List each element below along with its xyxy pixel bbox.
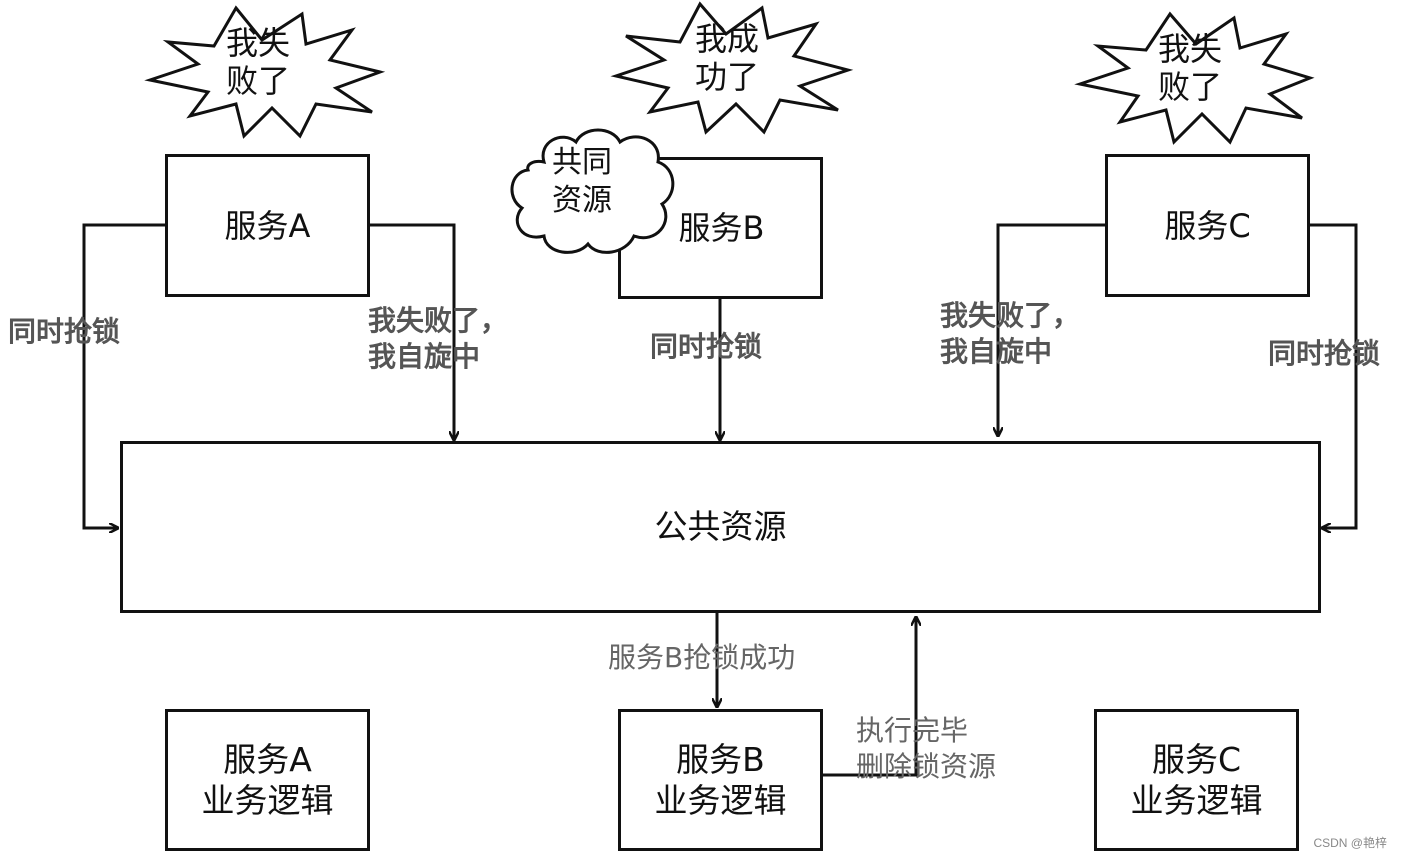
service-c-logic-line1: 服务C [1151, 739, 1242, 779]
service-b-logic-box: 服务B 业务逻辑 [618, 709, 823, 851]
edge-label-release-line1: 执行完毕 [856, 714, 969, 747]
burst-c-line1: 我失 [1158, 30, 1223, 68]
service-c-label: 服务C [1164, 206, 1251, 245]
burst-b: 我成 功了 [695, 20, 759, 97]
edge-label-c-left-line2: 我自旋中 [940, 335, 1053, 369]
edge-label-release: 执行完毕 删除锁资源 [856, 713, 996, 786]
service-a-label: 服务A [224, 206, 311, 245]
service-b-label: 服务B [678, 209, 765, 247]
service-c-logic-box: 服务C 业务逻辑 [1094, 709, 1299, 851]
burst-c: 我失 败了 [1158, 30, 1222, 107]
cloud-shape [510, 128, 675, 254]
burst-a-line2: 败了 [226, 62, 291, 101]
burst-c-shape [1074, 11, 1315, 145]
shared-resource-box: 公共资源 [120, 441, 1321, 613]
burst-b-line2: 功了 [695, 58, 760, 97]
burst-a-shape [144, 5, 386, 139]
connector-a-left [82, 223, 166, 528]
cloud-label: 共同 资源 [552, 144, 612, 219]
service-b-logic-line2: 业务逻辑 [654, 781, 787, 820]
service-b-logic-line1: 服务B [676, 739, 765, 779]
edge-label-b-success: 服务B抢锁成功 [608, 641, 796, 674]
connector-b-logic-release [821, 617, 916, 777]
shared-resource-label: 公共资源 [654, 507, 787, 547]
service-a-logic-line2: 业务逻辑 [201, 781, 334, 820]
service-a-logic-line1: 服务A [223, 739, 312, 779]
cloud-line1: 共同 [552, 145, 612, 180]
connector-c-left [998, 223, 1106, 436]
service-c-logic-line2: 业务逻辑 [1130, 781, 1263, 820]
edge-label-c-left-line1: 我失败了， [940, 299, 1081, 332]
burst-c-line2: 败了 [1158, 68, 1223, 107]
service-c-box: 服务C [1105, 154, 1310, 297]
edge-label-c-right: 同时抢锁 [1268, 337, 1381, 370]
edge-label-a-right-line1: 我失败了， [368, 304, 509, 337]
service-a-logic-box: 服务A 业务逻辑 [165, 709, 370, 851]
edge-label-a-right: 我失败了， 我自旋中 [368, 303, 508, 376]
edge-label-b-down: 同时抢锁 [650, 330, 763, 363]
watermark: CSDN @艳梓 [1313, 836, 1387, 850]
burst-a: 我失 败了 [226, 24, 290, 101]
edge-label-a-right-line2: 我自旋中 [368, 340, 481, 374]
service-a-box: 服务A [165, 154, 370, 297]
cloud-line2: 资源 [552, 182, 612, 218]
connector-a-right [368, 223, 454, 440]
burst-a-line1: 我失 [226, 24, 291, 62]
connector-c-right [1308, 223, 1358, 528]
edge-label-c-left: 我失败了， 我自旋中 [940, 298, 1080, 371]
edge-label-a-left: 同时抢锁 [8, 315, 121, 348]
burst-b-line1: 我成 [695, 20, 760, 58]
edge-label-release-line2: 删除锁资源 [856, 750, 997, 784]
burst-b-shape [610, 1, 854, 135]
